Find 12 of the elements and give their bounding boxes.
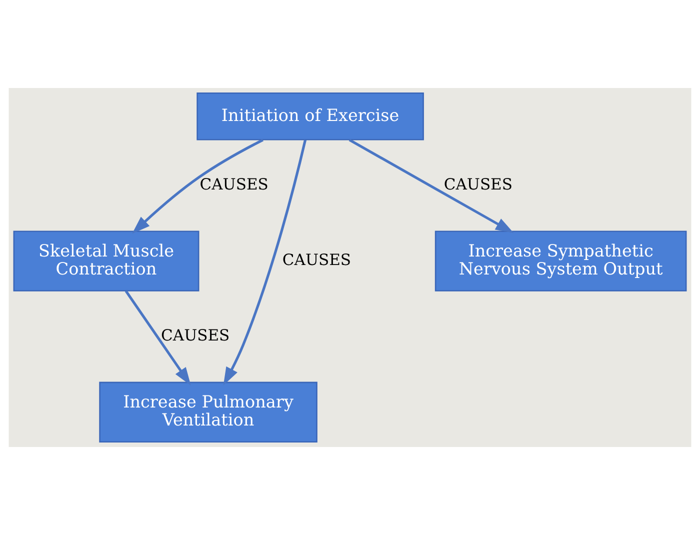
node-box: Skeletal Muscle Contraction	[13, 230, 200, 291]
arrow	[124, 290, 191, 386]
node-box: Increase Pulmonary Ventilation	[99, 381, 318, 442]
node-box: Increase Sympathetic Nervous System Output	[434, 230, 687, 291]
edge-label: CAUSES	[161, 326, 230, 344]
edge-label: CAUSES	[444, 175, 512, 193]
arrow	[348, 138, 514, 233]
edge-label: CAUSES	[282, 250, 352, 269]
arrow	[132, 138, 264, 234]
edge-label: CAUSES	[200, 175, 268, 193]
node-box: Initiation of Exercise	[196, 92, 424, 140]
arrow	[223, 139, 307, 385]
